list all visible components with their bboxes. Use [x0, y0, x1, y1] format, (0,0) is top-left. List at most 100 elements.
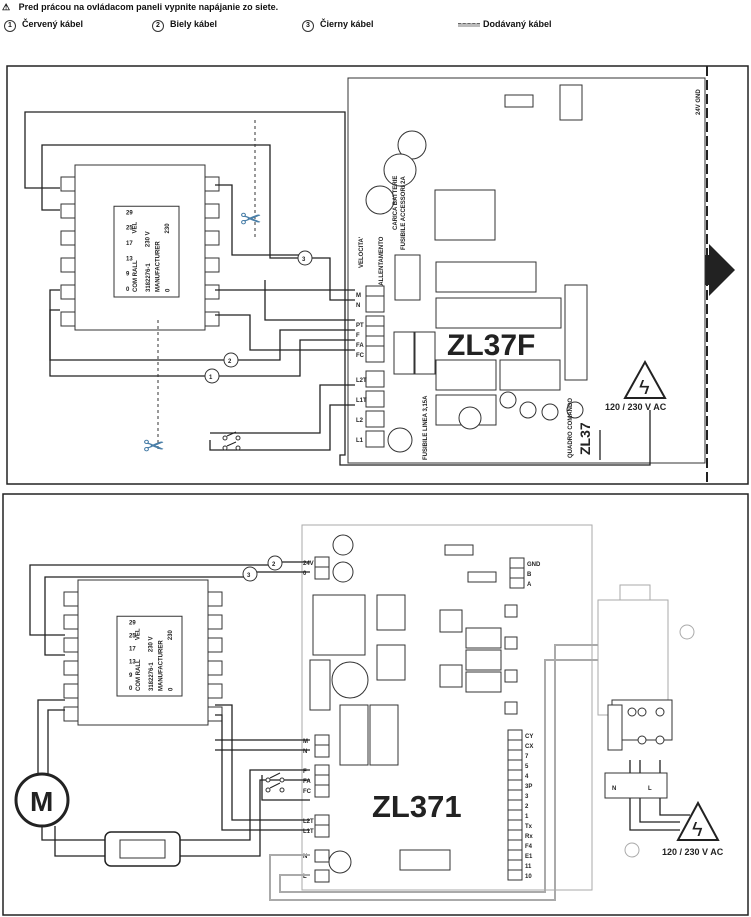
zl371-terminals: 24V0MNFFAFCL2TL1TNLCYCX7543P321TxRxF4E11… — [303, 556, 541, 883]
terminal-label: L2 — [356, 418, 364, 424]
terminal[interactable] — [507, 819, 523, 831]
zl37f-board: ZL37F ZL37 QUADRO COMANDO VELOCITA' RALL… — [347, 77, 706, 464]
label-fuse-line: FUSIBILE LINEA 3,15A — [423, 395, 429, 460]
terminal[interactable] — [507, 759, 523, 771]
terminal[interactable] — [365, 410, 385, 428]
warning-text: Pred prácou na ovládacom paneli vypnite … — [18, 2, 279, 12]
terminal[interactable] — [507, 739, 523, 751]
terminal[interactable] — [507, 869, 523, 881]
top-panel-frame — [6, 65, 749, 485]
terminal[interactable] — [365, 345, 385, 363]
svg-text:VEL: VEL — [133, 221, 139, 233]
svg-text:29: 29 — [129, 620, 136, 626]
terminal-label: GND — [527, 562, 541, 568]
svg-text:2: 2 — [272, 562, 276, 568]
terminal-label: 0 — [303, 571, 307, 577]
terminal[interactable] — [314, 849, 330, 863]
terminal[interactable] — [507, 859, 523, 871]
terminal-label: FC — [303, 789, 312, 795]
label-power: 24V GND — [696, 89, 702, 115]
svg-text:✂: ✂ — [240, 204, 262, 234]
terminal[interactable] — [314, 744, 330, 758]
svg-text:0: 0 — [129, 686, 133, 692]
terminal-label: L2T — [356, 378, 367, 384]
terminal[interactable] — [314, 566, 330, 580]
switch-icon — [222, 431, 241, 451]
high-voltage-icon: ϟ — [623, 359, 667, 399]
transformer-terminal — [207, 706, 223, 722]
terminal-label: B — [527, 572, 532, 578]
svg-text:25: 25 — [129, 633, 136, 639]
svg-text:1: 1 — [209, 375, 213, 381]
transformer-terminal — [63, 706, 79, 722]
board-name-zl37f: ZL37F — [447, 329, 535, 362]
terminal[interactable] — [509, 577, 525, 589]
label-battery: CARICA BATTERIE — [393, 176, 399, 230]
terminal[interactable] — [365, 295, 385, 313]
terminal[interactable] — [509, 567, 525, 579]
label-slow: RALLENTAMENTO — [379, 236, 385, 290]
terminal[interactable] — [507, 769, 523, 781]
terminal[interactable] — [509, 557, 525, 569]
svg-text:0: 0 — [165, 288, 171, 292]
transformer-terminal — [63, 614, 79, 630]
terminal-label: 7 — [525, 754, 529, 760]
terminal[interactable] — [507, 779, 523, 791]
terminal[interactable] — [365, 390, 385, 408]
transformer-terminal — [60, 203, 76, 219]
terminal[interactable] — [365, 370, 385, 388]
transformer-terminal — [63, 660, 79, 676]
board-side-label: ZL37 — [577, 422, 593, 455]
svg-text:3: 3 — [247, 573, 251, 579]
terminal[interactable] — [507, 829, 523, 841]
voltage-label-top: 120 / 230 V AC — [605, 402, 667, 412]
svg-text:25: 25 — [126, 226, 133, 232]
top-wires — [24, 111, 651, 466]
callout-3-top: 3 — [297, 250, 313, 266]
ferrite-core — [104, 831, 181, 867]
terminal[interactable] — [365, 430, 385, 448]
transformer-terminal — [207, 683, 223, 699]
terminal[interactable] — [507, 729, 523, 741]
terminal[interactable] — [507, 789, 523, 801]
terminal-label: L1 — [356, 438, 364, 444]
terminal[interactable] — [507, 839, 523, 851]
terminal-label: PT — [356, 323, 364, 329]
terminal[interactable] — [507, 799, 523, 811]
terminal-label: FA — [356, 343, 364, 349]
svg-text:MANUFACTURER: MANUFACTURER — [156, 241, 162, 292]
transformer-terminal — [204, 230, 220, 246]
terminal-label: Rx — [525, 834, 533, 840]
callout-1-top: 1 — [204, 368, 220, 384]
terminal-label: Tx — [525, 824, 533, 830]
terminal-label: M — [356, 293, 361, 299]
terminal[interactable] — [314, 869, 330, 883]
terminal[interactable] — [507, 749, 523, 761]
terminal[interactable] — [507, 809, 523, 821]
terminal-label: FC — [356, 353, 365, 359]
terminal[interactable] — [314, 824, 330, 838]
svg-text:17: 17 — [129, 647, 136, 653]
transformer-terminal — [60, 311, 76, 327]
svg-text:2: 2 — [228, 359, 232, 365]
svg-text:✂: ✂ — [143, 431, 165, 461]
callout-2-top: 2 — [223, 352, 239, 368]
terminal[interactable] — [507, 849, 523, 861]
terminal-label: A — [527, 582, 532, 588]
bottom-panel-frame — [2, 493, 749, 916]
terminal-label: L2T — [303, 819, 314, 825]
terminal-label: N — [356, 303, 360, 309]
terminal-label: L1T — [356, 398, 367, 404]
terminal-label: F4 — [525, 844, 533, 850]
svg-text:230 V: 230 V — [149, 636, 155, 652]
svg-text:ϟ: ϟ — [692, 819, 703, 841]
transformer-terminal — [207, 660, 223, 676]
svg-text:0: 0 — [126, 287, 130, 293]
terminal[interactable] — [314, 784, 330, 798]
terminal-label: 10 — [525, 874, 532, 880]
